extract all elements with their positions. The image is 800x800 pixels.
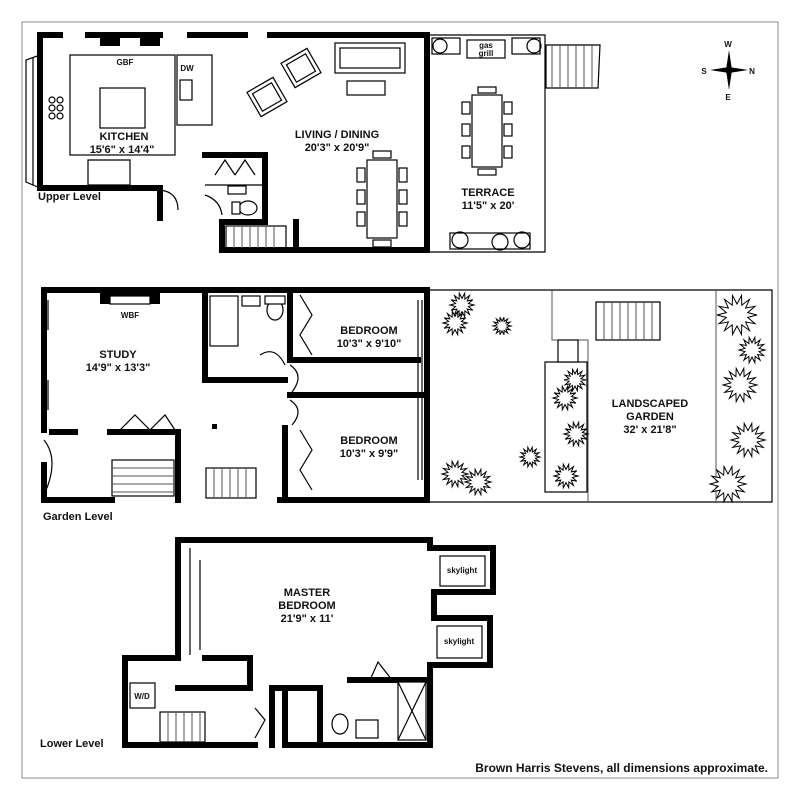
terrace-outline bbox=[427, 34, 546, 253]
garden-name-2: GARDEN bbox=[626, 411, 674, 423]
plant-icon bbox=[562, 420, 590, 448]
master-name-1: MASTER bbox=[284, 587, 331, 599]
plant-icon bbox=[432, 38, 542, 251]
garden-level-plan bbox=[41, 287, 773, 503]
stove-icon bbox=[48, 96, 64, 120]
dining-table bbox=[356, 150, 408, 248]
plant-icon bbox=[440, 459, 470, 489]
gbf-label: GBF bbox=[117, 58, 134, 67]
study-name: STUDY bbox=[99, 349, 137, 361]
plant-icon bbox=[563, 367, 587, 393]
lower-level-plan bbox=[122, 537, 496, 748]
compass-e: E bbox=[725, 93, 731, 102]
armchair-icon bbox=[280, 47, 322, 89]
kitchen-dims: 15'6" x 14'4" bbox=[90, 144, 155, 156]
gas-label: gas bbox=[479, 41, 493, 50]
gas-grill bbox=[466, 39, 506, 59]
living-name: LIVING / DINING bbox=[295, 129, 379, 141]
grill-label: grill bbox=[479, 49, 494, 58]
garden-level-label: Garden Level bbox=[43, 511, 113, 523]
toilet-icon bbox=[331, 713, 349, 735]
dw-label: DW bbox=[180, 64, 194, 73]
footer-credit: Brown Harris Stevens, all dimensions app… bbox=[475, 761, 768, 775]
toilet-icon bbox=[238, 200, 258, 216]
garden-outline bbox=[427, 289, 773, 503]
skylight-1 bbox=[439, 555, 486, 587]
armchair-icon bbox=[246, 76, 288, 118]
page-border bbox=[21, 21, 779, 779]
garden-plants bbox=[440, 291, 767, 504]
wbf-label: WBF bbox=[121, 311, 139, 320]
plant-icon bbox=[551, 384, 579, 412]
plant-icon bbox=[518, 445, 542, 469]
terrace-stair bbox=[545, 44, 601, 89]
study-dims: 14'9" x 13'3" bbox=[86, 362, 151, 374]
upper-level-plan bbox=[25, 32, 601, 253]
skylight-2 bbox=[436, 625, 483, 659]
compass-s: S bbox=[701, 67, 707, 76]
garden-stair-outdoor bbox=[595, 301, 661, 341]
plant-icon bbox=[441, 309, 469, 337]
lower-level-label: Lower Level bbox=[40, 738, 104, 750]
garden-name-1: LANDSCAPED bbox=[612, 398, 688, 410]
master-dims: 21'9" x 11' bbox=[281, 613, 334, 625]
bedroom2-dims: 10'3" x 9'9" bbox=[340, 448, 398, 460]
plant-icon bbox=[448, 291, 476, 319]
living-dims: 20'3" x 20'9" bbox=[305, 142, 370, 154]
garden-stair bbox=[111, 459, 175, 497]
skylight1-label: skylight bbox=[447, 566, 478, 575]
sink-icon bbox=[355, 719, 379, 739]
closet-doors bbox=[214, 158, 256, 176]
bedroom1-name: BEDROOM bbox=[340, 325, 397, 337]
kitchen-name: KITCHEN bbox=[100, 131, 149, 143]
plant-icon bbox=[552, 462, 580, 490]
washer-dryer bbox=[129, 682, 156, 709]
plant-icon bbox=[463, 467, 493, 497]
bedroom1-dims: 10'3" x 9'10" bbox=[337, 338, 402, 350]
garden-dims: 32' x 21'8" bbox=[623, 424, 676, 436]
terrace-table bbox=[461, 86, 513, 176]
bathtub-icon bbox=[209, 295, 239, 347]
kitchen-island bbox=[99, 87, 146, 129]
lower-stair bbox=[159, 711, 206, 743]
wd-label: W/D bbox=[134, 692, 150, 701]
closet-doors bbox=[299, 294, 313, 356]
skylight2-label: skylight bbox=[444, 637, 475, 646]
closet-doors bbox=[299, 429, 313, 491]
plant-icon bbox=[491, 316, 513, 336]
bedroom2-name: BEDROOM bbox=[340, 435, 397, 447]
compass-w: W bbox=[724, 40, 732, 49]
terrace-dims: 11'5" x 20' bbox=[462, 200, 515, 212]
compass-n: N bbox=[749, 67, 755, 76]
terrace-name: TERRACE bbox=[461, 187, 514, 199]
plant-icon bbox=[729, 421, 767, 459]
compass-icon bbox=[710, 50, 748, 90]
coffee-table bbox=[346, 80, 386, 96]
plant-icon bbox=[708, 464, 748, 504]
plant-icon bbox=[737, 335, 767, 365]
garden-stair-2 bbox=[205, 467, 257, 499]
upper-stair bbox=[225, 225, 287, 249]
plant-icon bbox=[716, 293, 758, 337]
upper-level-label: Upper Level bbox=[38, 191, 101, 203]
master-name-2: BEDROOM bbox=[278, 600, 335, 612]
plant-icon bbox=[721, 366, 759, 404]
